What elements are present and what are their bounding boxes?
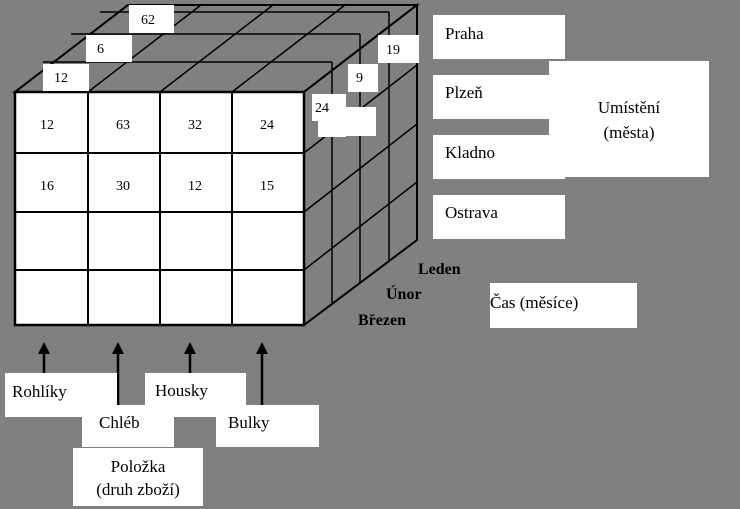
- cube-cell-value: 30: [116, 179, 130, 194]
- front-cell-values: 12 63 32 24 16 30 12 15: [40, 118, 274, 194]
- city-label-ostrava: Ostrava: [433, 195, 565, 239]
- side-value: 24: [315, 101, 329, 116]
- cube-cell-value: 16: [40, 179, 54, 194]
- side-value-boxes: 19 9 24: [312, 35, 419, 137]
- cube-cell-value: 32: [188, 118, 202, 133]
- top-value: 6: [97, 42, 104, 57]
- top-value-boxes: 62 6 12: [43, 5, 174, 91]
- top-value: 62: [141, 13, 155, 28]
- month-label-brezen: Březen: [358, 312, 406, 329]
- location-dimension-label: Umístění(města): [549, 61, 709, 177]
- top-value: 12: [54, 71, 68, 86]
- product-dimension-label: Položka(druh zboží): [73, 448, 203, 506]
- cube-cell-value: 12: [40, 118, 54, 133]
- product-label-bulky: Bulky: [216, 405, 319, 447]
- city-label-plzen: Plzeň: [433, 75, 549, 119]
- cube-cell-value: 63: [116, 118, 130, 133]
- cube-cell-value: 24: [260, 118, 274, 133]
- city-label-praha: Praha: [433, 15, 565, 59]
- month-label-leden: Leden: [418, 261, 461, 278]
- city-label-kladno: Kladno: [433, 135, 565, 179]
- side-value: 19: [386, 43, 400, 58]
- month-label-unor: Únor: [386, 286, 422, 303]
- cube-cell-value: 12: [188, 179, 202, 194]
- cube-cell-value: 15: [260, 179, 274, 194]
- time-dimension-label: Čas (měsíce): [490, 283, 637, 328]
- side-value: 9: [356, 71, 363, 86]
- cube-front-face: [13, 90, 306, 327]
- product-arrows: [38, 342, 268, 405]
